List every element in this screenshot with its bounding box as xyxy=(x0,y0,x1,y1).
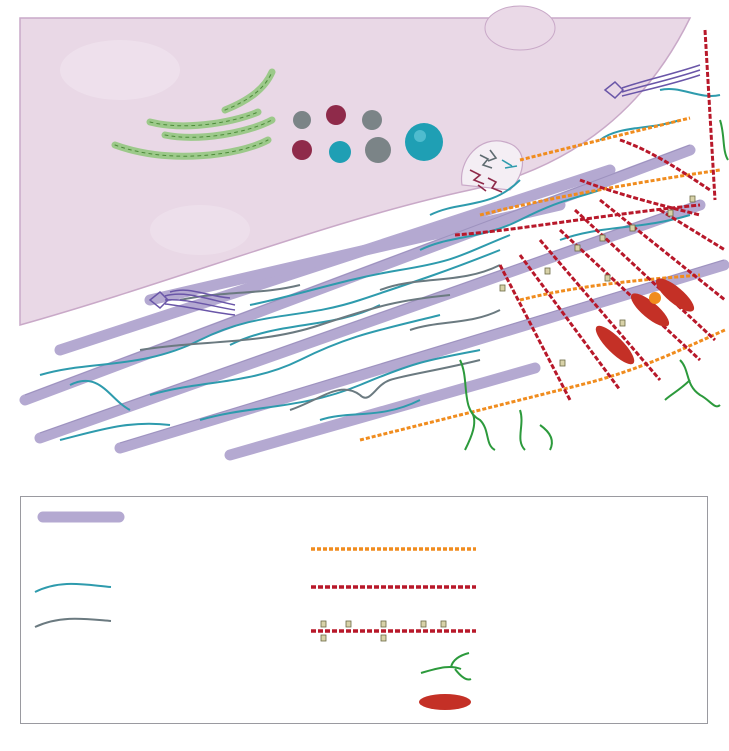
red-ellipse-legend-icon xyxy=(419,694,471,710)
crosslinkers xyxy=(499,195,696,367)
grey-filament-legend-icon xyxy=(34,617,112,628)
green-branch-legend-icon xyxy=(420,652,472,681)
complex-icon xyxy=(469,149,518,193)
thin-filaments-teal xyxy=(39,88,721,441)
legend-graphics xyxy=(34,511,476,710)
legend xyxy=(20,496,708,724)
ellipse-icon xyxy=(595,278,695,365)
cell-diagram xyxy=(19,5,729,461)
er-membrane-icon xyxy=(111,68,276,160)
fibril-red xyxy=(454,29,726,401)
crosslinked-fibril-legend-icon xyxy=(311,620,476,642)
vesicle-icon xyxy=(292,105,443,163)
complex-icon xyxy=(148,64,701,316)
thin-filaments-grey xyxy=(139,264,501,411)
fibril-orange xyxy=(359,116,726,442)
branch-icon xyxy=(459,119,729,451)
thick-filaments xyxy=(19,144,729,461)
teal-filament-legend-icon xyxy=(34,582,112,593)
